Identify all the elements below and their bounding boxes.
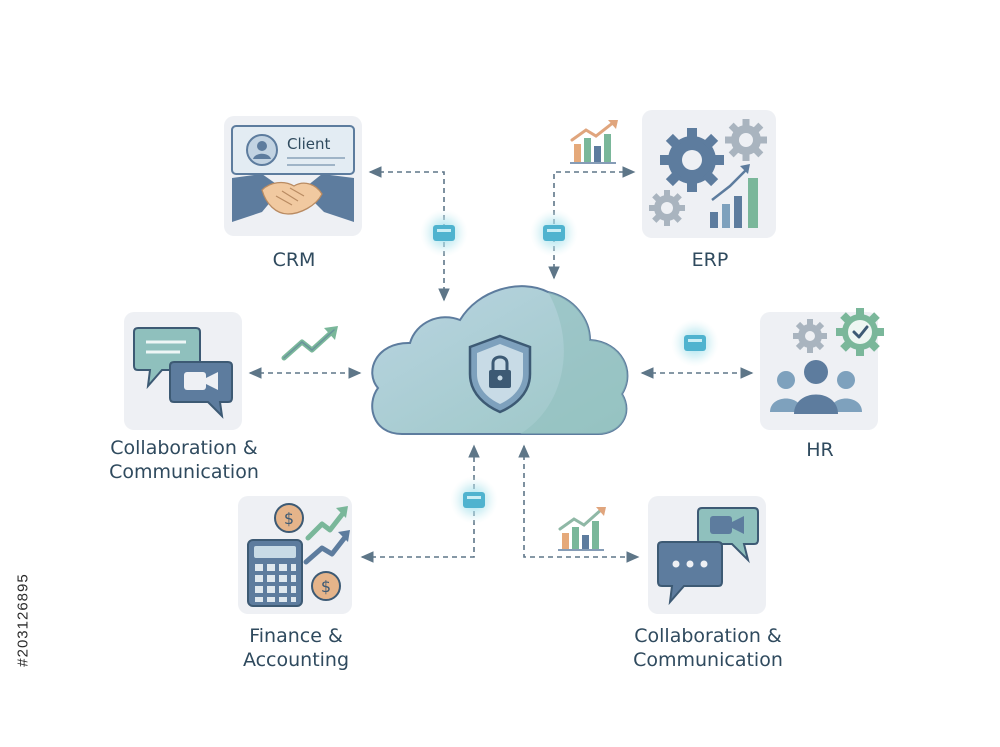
connector-crm	[368, 166, 450, 302]
module-label-line: ERP	[691, 249, 729, 271]
data-packet-icon	[530, 209, 578, 257]
crm-card: Client	[224, 116, 362, 236]
module-label-crm: CRM	[244, 248, 344, 272]
collab-right-card	[648, 496, 766, 614]
hr-card	[760, 308, 884, 430]
calculator-coins-icon: $ $	[247, 503, 350, 607]
growth-chart-icon	[558, 507, 606, 551]
module-label-line: HR	[806, 439, 834, 461]
growth-chart-icon	[570, 120, 618, 164]
module-label-line: Collaboration &	[634, 625, 782, 647]
module-label-line: Accounting	[242, 649, 350, 671]
module-label-collab-left: Collaboration & Communication	[96, 436, 272, 484]
stock-id: #203126895	[8, 500, 38, 740]
module-label-hr: HR	[770, 438, 870, 462]
connector-finance	[360, 444, 480, 563]
module-label-line: CRM	[272, 249, 316, 271]
client-handshake-icon: Client	[231, 125, 355, 222]
module-label-line: Finance &	[249, 625, 343, 647]
client-card-text: Client	[287, 135, 331, 153]
trend-arrow-icon	[281, 326, 338, 361]
collab-left-card	[124, 312, 242, 430]
module-label-finance: Finance & Accounting	[218, 624, 374, 672]
chat-video-icon	[133, 327, 233, 419]
data-packet-icon	[450, 476, 498, 524]
svg-text:$: $	[284, 509, 294, 528]
chat-video-icon	[657, 507, 759, 606]
central-cloud	[371, 285, 629, 435]
gears-chart-icon	[649, 119, 767, 228]
team-gear-icon	[770, 308, 884, 414]
module-label-line: Collaboration &	[110, 437, 258, 459]
data-packets	[420, 209, 719, 524]
erp-card	[642, 110, 776, 238]
module-label-line: Communication	[633, 649, 783, 671]
shield-lock-icon	[468, 334, 532, 414]
data-packet-icon	[671, 319, 719, 367]
svg-text:$: $	[321, 577, 331, 596]
module-label-erp: ERP	[660, 248, 760, 272]
module-label-line: Communication	[109, 461, 259, 483]
connectors	[248, 166, 754, 563]
stock-id-text: #203126895	[14, 573, 32, 667]
finance-card: $ $	[238, 496, 352, 614]
data-packet-icon	[420, 209, 468, 257]
module-label-collab-right: Collaboration & Communication	[618, 624, 798, 672]
connector-collab-right	[518, 444, 640, 563]
